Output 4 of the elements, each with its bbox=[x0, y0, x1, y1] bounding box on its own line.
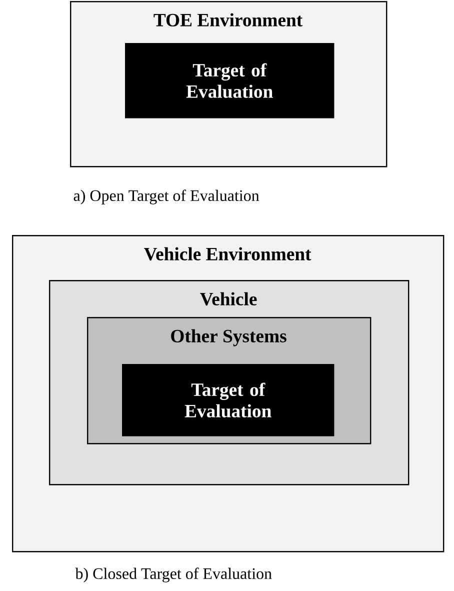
caption: a) Open Target of Evaluation bbox=[74, 190, 260, 204]
label-box: Target of Evaluation bbox=[125, 43, 334, 118]
label-box: Target of Evaluation bbox=[122, 364, 334, 436]
caption: b) Closed Target of Evaluation bbox=[75, 568, 272, 582]
